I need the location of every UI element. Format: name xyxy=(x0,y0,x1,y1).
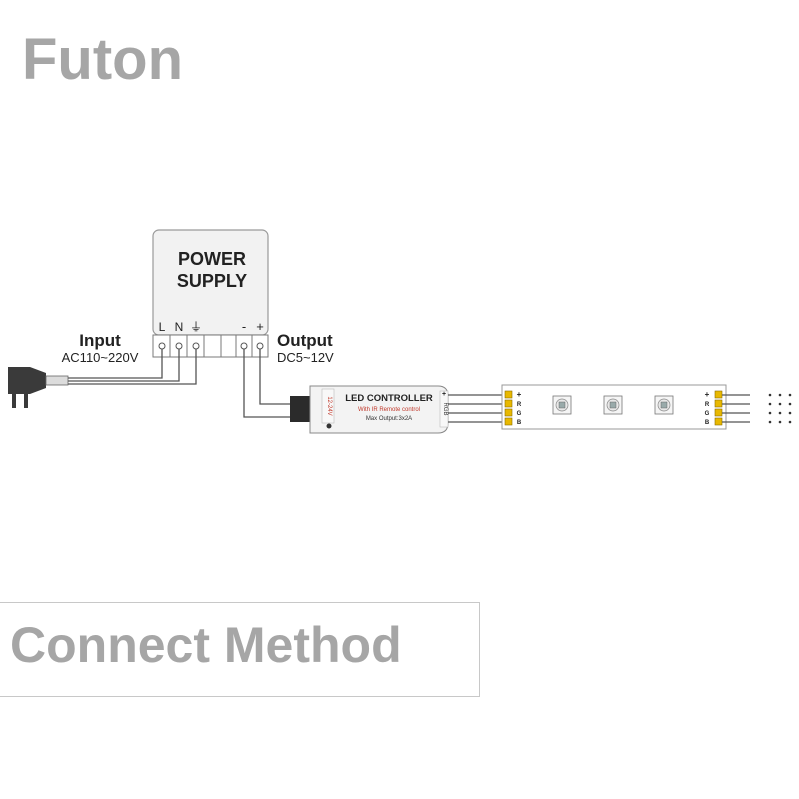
controller-rating: Max Output:3x2A xyxy=(366,416,412,422)
terminal-label-n: N xyxy=(175,320,184,334)
terminal-label-l: L xyxy=(159,320,166,334)
strip-led-2 xyxy=(603,395,623,415)
wire-minus xyxy=(243,349,291,418)
power-supply-title-line1: POWER xyxy=(178,249,246,269)
controller-subtitle: With IR Remote control xyxy=(358,407,420,413)
terminal-block xyxy=(152,334,269,358)
connect-method-title: Connect Method xyxy=(10,617,402,673)
led-strip: + R G B + R G B xyxy=(501,384,727,430)
strip-pin-left-g: G xyxy=(517,411,522,417)
strip-pin-left-r: R xyxy=(517,402,522,408)
output-spec: DC5~12V xyxy=(277,350,334,365)
led-controller: 12-24V LED CONTROLLER With IR Remote con… xyxy=(290,385,449,434)
strip-pin-left-b: B xyxy=(517,420,522,426)
wire-ground xyxy=(68,349,197,385)
wire-plus xyxy=(259,349,291,405)
terminal-label-ground: ⏚ xyxy=(190,320,202,334)
wire-l xyxy=(68,349,163,379)
strip-pad-left-2 xyxy=(504,399,513,408)
ac-plug-body xyxy=(8,367,46,394)
output-label: Output xyxy=(277,331,333,350)
controller-side-panel xyxy=(321,388,335,424)
strip-pad-left-4 xyxy=(504,417,513,426)
controller-dc-jack xyxy=(290,396,310,422)
terminal-label-minus: - xyxy=(242,319,246,334)
continuation-dots xyxy=(768,393,792,424)
controller-side-label: 12-24V xyxy=(326,396,332,415)
brand-logo: Futon xyxy=(22,27,184,92)
ac-plug-cable-sleeve xyxy=(45,375,69,386)
wire-n xyxy=(68,349,180,382)
strip-pad-right-1 xyxy=(714,390,723,399)
strip-pad-right-2 xyxy=(714,399,723,408)
strip-pin-right-b: B xyxy=(705,420,710,426)
controller-ir-receiver xyxy=(326,423,332,429)
strip-pad-left-3 xyxy=(504,408,513,417)
controller-end-label: RGB xyxy=(442,402,448,415)
power-supply: POWER SUPPLY L N ⏚ - + xyxy=(152,229,269,358)
strip-out-wires xyxy=(722,394,750,423)
strip-pad-right-3 xyxy=(714,408,723,417)
terminal-label-plus: + xyxy=(256,319,264,334)
strip-pin-right-g: G xyxy=(705,411,710,417)
strip-pin-right-plus: + xyxy=(705,390,710,399)
controller-to-strip-wires xyxy=(448,394,504,423)
connect-method-box xyxy=(0,602,480,697)
controller-title: LED CONTROLLER xyxy=(345,393,433,404)
controller-end-panel xyxy=(439,390,449,428)
strip-pin-left-plus: + xyxy=(517,390,522,399)
input-spec: AC110~220V xyxy=(62,350,139,365)
strip-pad-right-4 xyxy=(714,417,723,426)
strip-pad-left-1 xyxy=(504,390,513,399)
ac-plug-prong-1 xyxy=(12,394,16,408)
power-supply-title-line2: SUPPLY xyxy=(177,271,247,291)
input-label: Input xyxy=(79,331,121,350)
strip-led-3 xyxy=(654,395,674,415)
ac-plug-prong-2 xyxy=(24,394,28,408)
strip-pin-right-r: R xyxy=(705,402,710,408)
controller-port-label: + xyxy=(442,391,446,398)
ac-plug xyxy=(8,367,69,408)
input-wires xyxy=(68,349,197,385)
strip-led-1 xyxy=(552,395,572,415)
output-wires xyxy=(243,349,291,418)
